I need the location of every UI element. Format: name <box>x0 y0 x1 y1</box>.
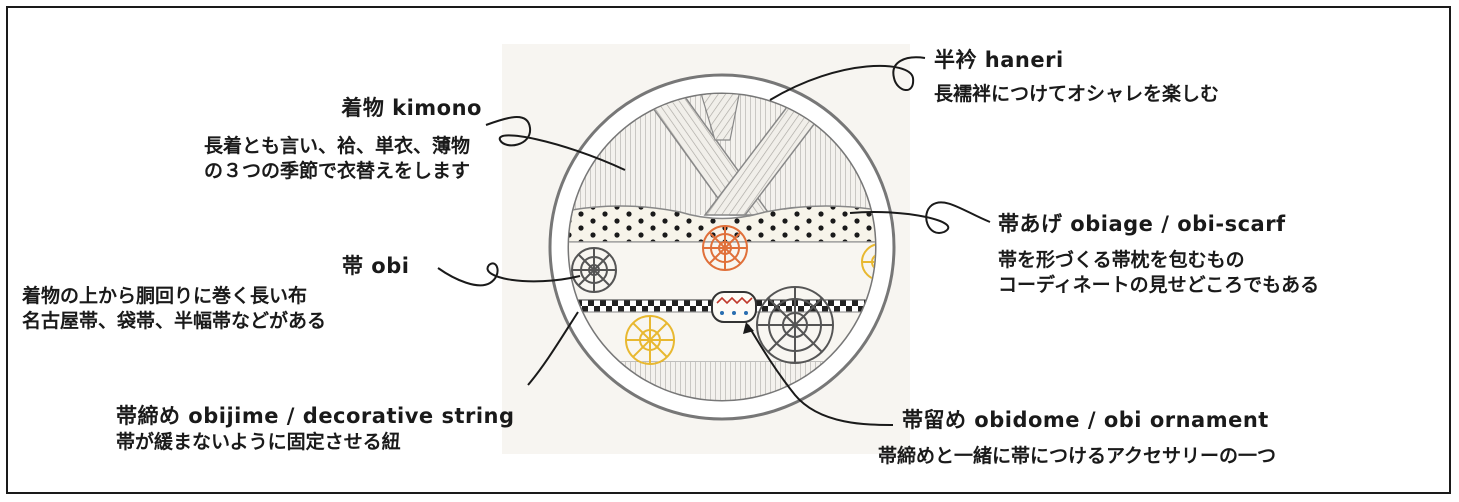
collar-right <box>703 94 842 216</box>
label-obi-desc-1: 着物の上から胴回りに巻く長い布 <box>22 285 308 307</box>
label-obijime-desc-1: 帯が緩まないように固定させる紐 <box>116 431 401 453</box>
label-obijime-title: 帯締め obijime / decorative string <box>116 404 515 428</box>
label-obiage: 帯あげ obiage / obi-scarf 帯を形づくる帯枕を包むもの コーデ… <box>998 208 1319 298</box>
obidome-arrowhead <box>743 322 754 334</box>
leader-kimono <box>485 116 626 171</box>
label-obiage-desc-2: コーディネートの見せどころでもある <box>998 274 1320 296</box>
label-obi-title: 帯 obi <box>342 254 410 278</box>
label-obidome: 帯留め obidome / obi ornament 帯締めと一緒に帯につけるア… <box>878 404 1276 469</box>
leader-obi <box>437 262 581 287</box>
leader-haneri <box>769 56 926 101</box>
obidome-ornament <box>711 291 757 323</box>
label-haneri-desc-1: 長襦袢につけてオシャレを楽しむ <box>934 83 1220 105</box>
flower-orange <box>702 225 748 271</box>
leader-lines <box>437 56 991 426</box>
label-haneri: 半衿 haneri 長襦袢につけてオシャレを楽しむ <box>934 44 1219 107</box>
label-kimono: 着物 kimono 長着とも言い、袷、単衣、薄物 の３つの季節で衣替えをします <box>70 92 482 184</box>
label-obidome-title: 帯留め obidome / obi ornament <box>902 408 1269 432</box>
label-kimono-title: 着物 kimono <box>341 96 482 120</box>
leader-obiage <box>849 201 991 234</box>
outer-frame <box>6 6 1451 494</box>
flower-yellow-right <box>861 243 875 281</box>
flower-gray-right <box>756 286 834 364</box>
label-kimono-desc-2: の３つの季節で衣替えをします <box>203 160 470 182</box>
obidome-pattern <box>716 296 753 305</box>
obiage-scarf <box>569 205 875 243</box>
label-obiage-desc-1: 帯を形づくる帯枕を包むもの <box>998 249 1245 271</box>
flower-yellow-lower <box>625 315 675 365</box>
label-obijime: 帯締め obijime / decorative string 帯が緩まないよう… <box>116 400 515 455</box>
label-kimono-desc-1: 長着とも言い、袷、単衣、薄物 <box>203 135 470 157</box>
label-obi-desc-2: 名古屋帯、袋帯、半幅帯などがある <box>22 310 327 332</box>
flower-gray-left <box>571 247 617 293</box>
haneri-collar <box>699 94 741 141</box>
leader-obidome <box>747 324 894 426</box>
leader-obijime <box>527 311 579 386</box>
label-obidome-desc-1: 帯締めと一緒に帯につけるアクセサリーの一つ <box>878 445 1277 467</box>
label-obiage-title: 帯あげ obiage / obi-scarf <box>998 212 1286 236</box>
label-haneri-title: 半衿 haneri <box>934 48 1064 72</box>
label-obi: 帯 obi 着物の上から胴回りに巻く長い布 名古屋帯、袋帯、半幅帯などがある <box>22 250 442 334</box>
